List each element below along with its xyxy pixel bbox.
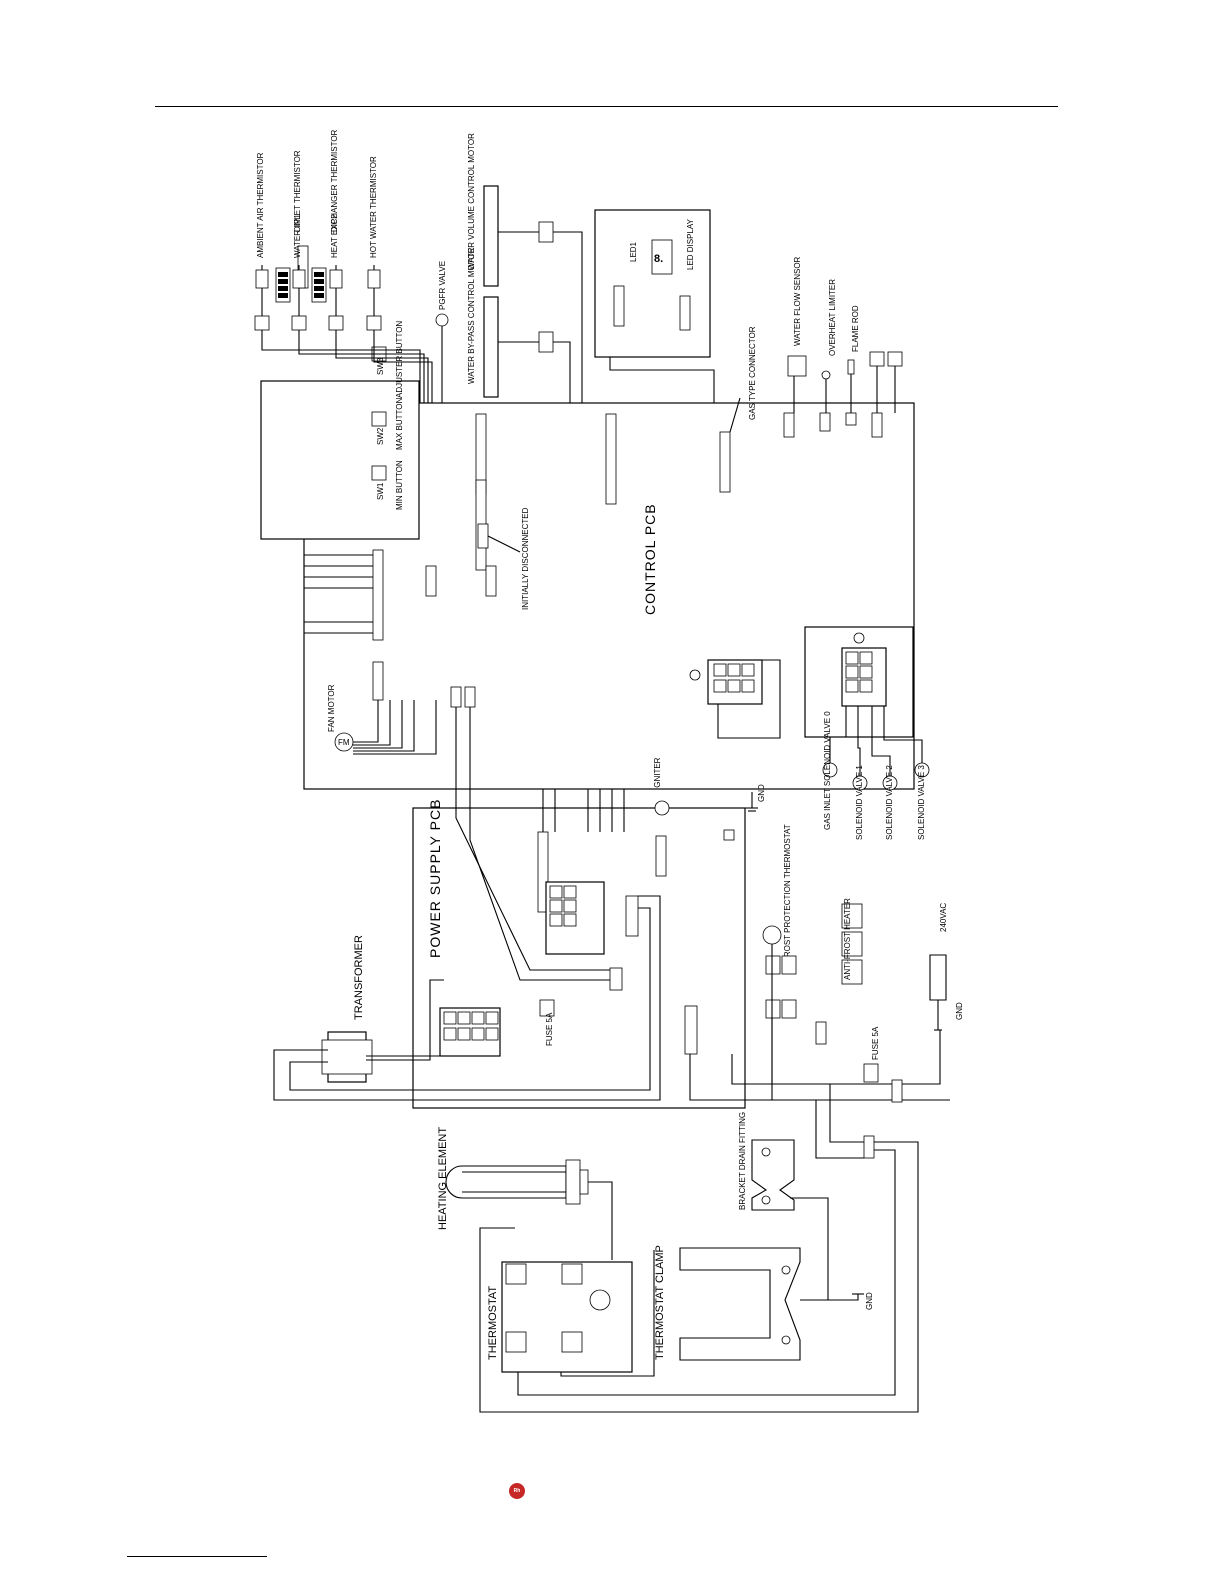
gnd-label-1: GND (757, 784, 766, 802)
thermostat-icon (501, 1261, 633, 1373)
gnd-label-2: GND (955, 1002, 964, 1020)
max-button-label: MAX BUTTON (395, 397, 404, 450)
thermostat-clamp-label: THERMOSTAT CLAMP (654, 1245, 666, 1360)
frost-thermostat-label: FROST PROTECTION THERMOSTAT (783, 824, 792, 962)
sw1-button[interactable] (371, 465, 387, 481)
sensor-hot-water: HOT WATER THERMISTOR (369, 156, 378, 258)
connector-d[interactable] (625, 895, 639, 937)
connector-e[interactable] (439, 1007, 501, 1057)
pgfr-valve-icon (435, 313, 449, 327)
connector-g[interactable] (654, 800, 700, 877)
brand-logo-icon: Rh (509, 1483, 525, 1499)
connector-v[interactable] (869, 351, 903, 438)
bracket-drain-fitting-icon (751, 1139, 795, 1211)
solenoid-1-label: SOLENOID VALVE 1 (855, 765, 864, 840)
sw2-label: SW2 (376, 427, 385, 445)
igniter-label: IGNITER (653, 757, 662, 790)
dip1-label: DIP1 (293, 214, 302, 232)
connector-k[interactable] (304, 549, 384, 641)
overheat-limiter-label: OVERHEAT LIMITER (828, 279, 837, 356)
led-display-box (594, 209, 711, 358)
sensor-ambient: AMBIENT AIR THERMISTOR (256, 152, 265, 258)
gas-inlet-valve-label: GAS INLET SOLENOID VALVE 0 (823, 711, 832, 830)
flame-rod-label: FLAME ROD (851, 305, 860, 352)
solenoid-3-label: SOLENOID VALVE 3 (917, 765, 926, 840)
heating-element-label: HEATING ELEMENT (437, 1127, 449, 1230)
connector-r[interactable] (719, 397, 741, 493)
connector-f[interactable] (537, 789, 625, 913)
sensor-water-inlet: WATER INLET THERMISTOR (293, 150, 302, 258)
heating-element-icon (445, 1159, 589, 1205)
connector-b[interactable] (609, 967, 623, 991)
sensor-heat-exchanger: HEAT EXCHANGER THERMISTOR (330, 129, 339, 258)
anti-frost-heater-label: ANTI-FROST HEATER (843, 898, 852, 980)
anti-frost-heater-icon (841, 903, 863, 985)
connector-w[interactable] (841, 632, 887, 707)
svg-text:8.: 8. (654, 253, 663, 265)
dip1-positions (278, 272, 288, 298)
connector-a[interactable] (684, 1005, 698, 1055)
connector-x[interactable] (689, 659, 763, 705)
connector-q[interactable] (605, 413, 617, 505)
gas-type-connector-label: GAS TYPE CONNECTOR (748, 326, 757, 420)
sw3-label: SW3 (376, 357, 385, 375)
supply-label: 240VAC (939, 903, 948, 932)
connector-s[interactable] (783, 355, 807, 438)
solenoid-2-label: SOLENOID VALVE 2 (885, 765, 894, 840)
connector-j[interactable] (372, 661, 384, 701)
footer-rule (127, 1556, 267, 1557)
led1-digits (651, 239, 673, 275)
dip2-label: DIP2 (330, 214, 339, 232)
water-flow-sensor-label: WATER FLOW SENSOR (793, 256, 802, 346)
connector-h[interactable] (723, 792, 758, 841)
power-supply-pcb-box (412, 807, 746, 1109)
sw1-label: SW1 (376, 482, 385, 500)
header-rule (155, 106, 1058, 107)
igniter-icon (654, 800, 670, 816)
volume-motor (483, 185, 583, 403)
connector-c[interactable] (545, 881, 605, 955)
bypass-motor (483, 296, 571, 403)
bypass-motor-label: WATER BY-PASS CONTROL MOTOR (467, 247, 476, 384)
fuse-main-label: FUSE 5A (871, 1026, 880, 1060)
fuse-pcb (539, 999, 555, 1017)
main-fuse-icon (863, 1063, 879, 1083)
thermostat-label: THERMOSTAT (487, 1286, 499, 1360)
frost-thermostat-icon (762, 925, 782, 945)
transformer-icon (273, 895, 661, 1101)
volume-motor-label: WATER VOLUME CONTROL MOTOR (467, 133, 476, 270)
power-supply-pcb-label: POWER SUPPLY PCB (427, 799, 443, 958)
bracket-label: BRACKET DRAIN FITTING (738, 1112, 747, 1210)
thermostat-clamp-icon (679, 1247, 801, 1361)
power-plug-icon (929, 954, 947, 1031)
dip-switch-box (260, 380, 420, 540)
control-pcb-label: CONTROL PCB (642, 503, 658, 615)
led-display-label: LED DISPLAY (686, 218, 695, 270)
pgfr-valve-label: PGFR VALVE (438, 261, 447, 310)
fm-label: FM (338, 738, 350, 747)
fan-motor-label: FAN MOTOR (327, 684, 336, 732)
gnd-label-3: GND (865, 1292, 874, 1310)
adjuster-button-label: ADJUSTER BUTTON (395, 321, 404, 398)
thermistor-group (254, 265, 433, 403)
connector-t[interactable] (819, 370, 831, 432)
fuse-pcb-label: FUSE 5A (545, 1012, 554, 1046)
connector-u[interactable] (845, 359, 857, 426)
connector-o[interactable] (477, 523, 521, 553)
transformer-label: TRANSFORMER (353, 935, 365, 1020)
min-button-label: MIN BUTTON (395, 460, 404, 510)
initially-disconnected-label: INITIALLY DISCONNECTED (521, 507, 530, 610)
sw2-button[interactable] (371, 411, 387, 427)
led1-label: LED1 (629, 241, 638, 262)
dip2-positions (314, 272, 324, 298)
connector-p[interactable] (425, 565, 497, 597)
